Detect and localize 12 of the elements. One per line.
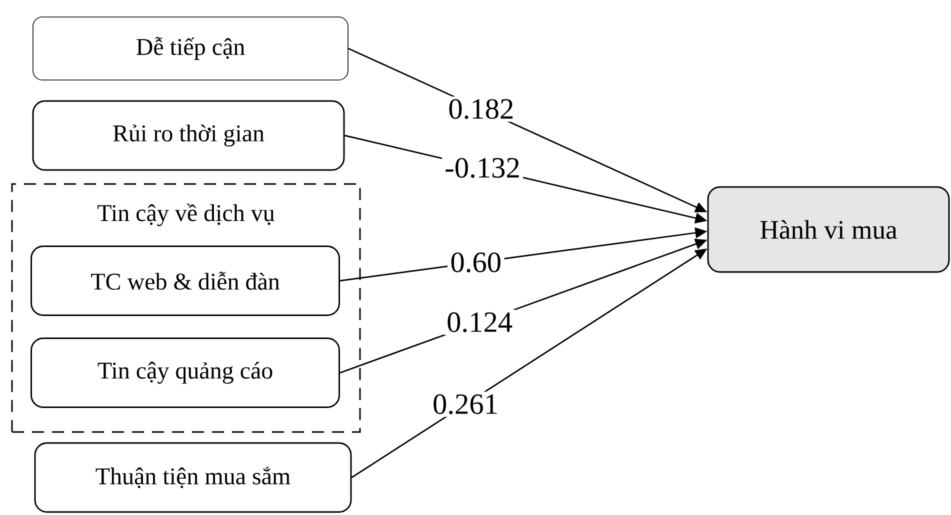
factor-box: Rủi ro thời gian — [32, 100, 345, 171]
edge-label: -0.132 — [442, 155, 524, 181]
factor-box: TC web & diễn đàn — [30, 246, 340, 316]
edge-label: 0.124 — [444, 310, 516, 335]
outcome-box: Hành vi mua — [707, 186, 950, 273]
factor-box: Tin cậy quảng cáo — [30, 338, 340, 408]
group-heading: Tin cậy về dịch vụ — [98, 204, 274, 226]
edge-label: 0.60 — [448, 250, 504, 276]
edge-label: 0.182 — [446, 96, 517, 122]
factor-box: Thuận tiện mua sắm — [34, 442, 352, 513]
edge-label: 0.261 — [430, 392, 502, 417]
factor-box: Dễ tiếp cận — [32, 16, 348, 80]
